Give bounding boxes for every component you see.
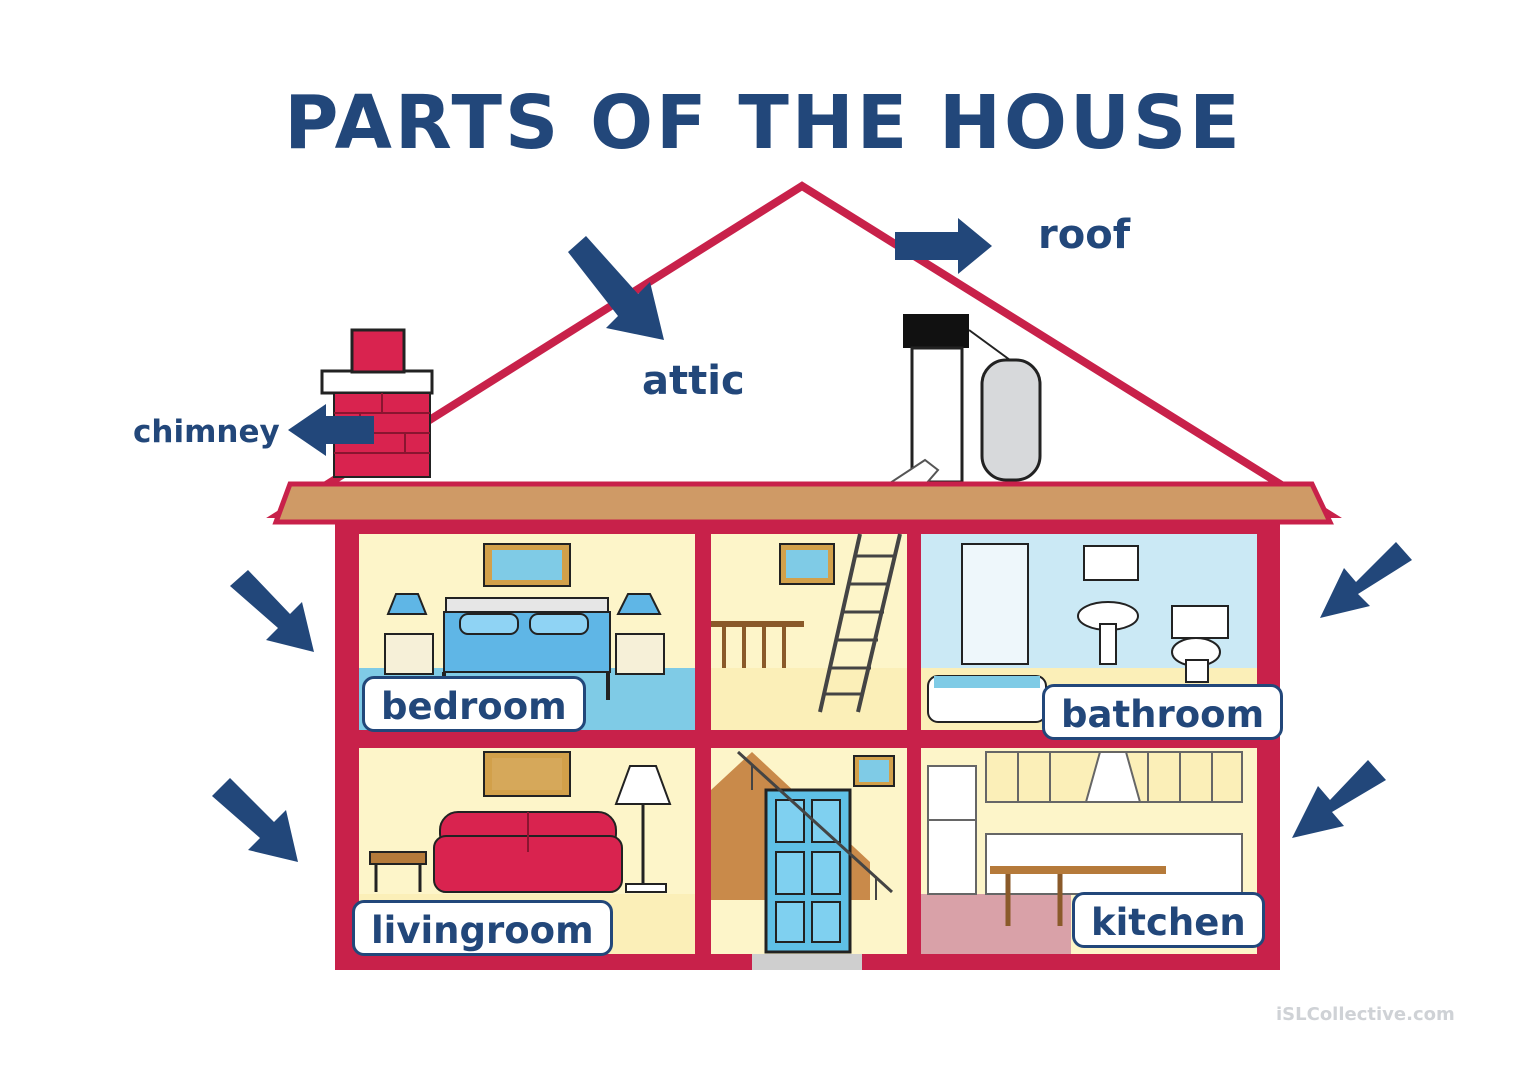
page-title: PARTS OF THE HOUSE	[284, 80, 1243, 166]
shower-icon	[961, 543, 1029, 665]
label-kitchen: kitchen	[1072, 892, 1265, 948]
label-bathroom: bathroom	[1042, 684, 1284, 740]
water-heater-icon	[903, 314, 1042, 484]
railing	[711, 621, 804, 668]
arrow-icon	[212, 218, 1412, 862]
label-livingroom: livingroom	[352, 900, 613, 956]
chimney-icon	[320, 328, 434, 478]
lamp-icon	[384, 593, 665, 675]
toilet-icon	[1171, 605, 1229, 683]
stairs-icon	[736, 750, 894, 900]
fridge-icon	[927, 765, 977, 895]
sink-icon	[1077, 601, 1139, 665]
bed-icon	[442, 597, 611, 700]
label-chimney: chimney	[133, 414, 280, 450]
floor-lamp-icon	[614, 765, 672, 893]
room-hall-lower	[711, 748, 907, 970]
label-roof: roof	[1038, 212, 1131, 258]
sofa-icon	[433, 811, 623, 893]
room-hall-upper	[711, 533, 907, 730]
ladder-icon	[818, 533, 902, 713]
bathtub-icon	[927, 675, 1047, 723]
ceiling-beam	[272, 481, 1334, 525]
cabinets	[985, 751, 1243, 803]
label-attic: attic	[642, 358, 745, 404]
watermark: iSLCollective.com	[1276, 1004, 1455, 1025]
label-bedroom: bedroom	[362, 676, 586, 732]
roof-outline	[266, 181, 1342, 518]
side-table-icon	[369, 851, 427, 892]
table-icon	[990, 866, 1166, 926]
room-kitchen	[921, 748, 1257, 954]
